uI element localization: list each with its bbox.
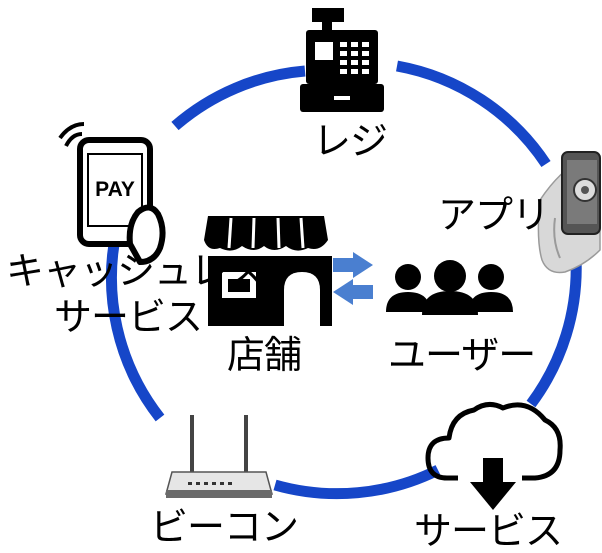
store-icon [204, 216, 332, 326]
cash-register-icon [300, 8, 384, 112]
svg-text:PAY: PAY [95, 178, 135, 201]
ring-arc-topright [396, 60, 551, 168]
cloud-download-icon [425, 402, 563, 510]
ring-arc-right [526, 257, 582, 408]
hand-phone-icon [537, 151, 601, 274]
beacon-label: ビーコン [150, 505, 299, 549]
pay-phone-icon: PAY [58, 122, 166, 265]
ring-arc-left [106, 226, 165, 422]
app-label: アプリ [438, 193, 550, 237]
ring-arc-topleft [171, 65, 306, 131]
ring [106, 60, 582, 500]
cashless-label-line1: キャッシュレス [6, 249, 265, 293]
cashless-label-line2: サービス [54, 295, 203, 339]
service-label: サービス [414, 509, 563, 553]
users-icon [386, 260, 513, 315]
users-label: ユーザー [388, 333, 536, 377]
store-label: 店舗 [227, 333, 302, 377]
register-label: レジ [313, 119, 388, 163]
router-icon [165, 415, 273, 498]
exchange-arrows-icon [333, 252, 373, 305]
ring-arc-bottom [273, 465, 441, 500]
